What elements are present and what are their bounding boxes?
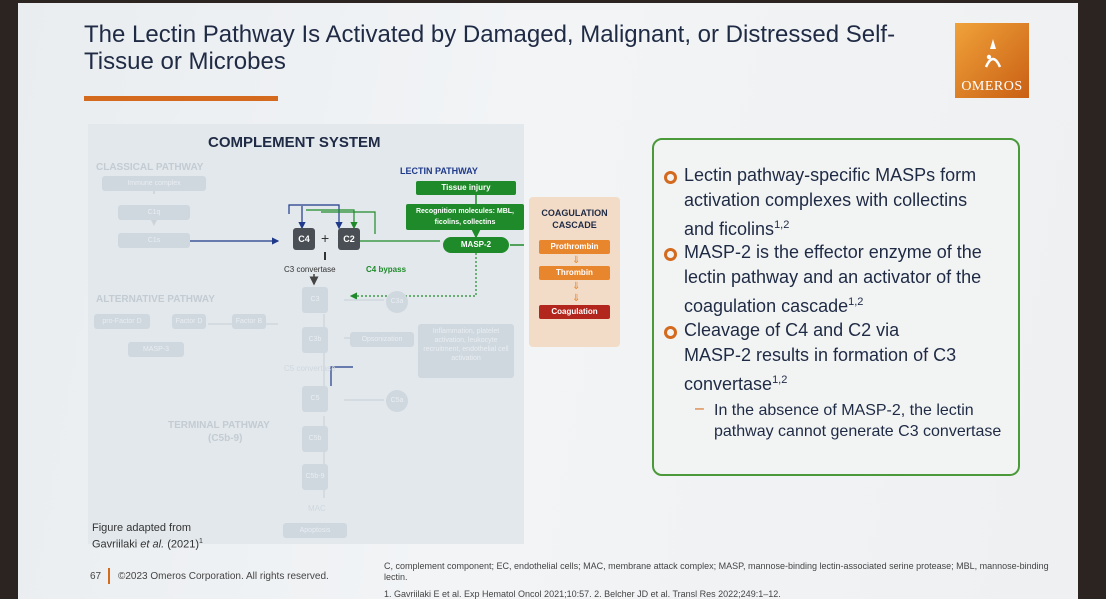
c5b9-box: C5b-9 <box>302 464 328 490</box>
sub-bullet-line-1: In the absence of MASP-2, the lectin <box>714 402 974 419</box>
bullet-2-line-2: lectin pathway and an activator of the <box>684 267 982 287</box>
c3-convertase-label: C3 convertase <box>284 265 336 274</box>
cleavage-tick <box>324 252 326 260</box>
coagulation-box: Coagulation <box>539 305 610 319</box>
bullet-1-line-3: and ficolins1,2 <box>684 213 976 242</box>
coagulation-cascade-title: COAGULATION CASCADE <box>529 207 620 231</box>
prothrombin-box: Prothrombin <box>539 240 610 254</box>
factor-b-box: Factor B <box>232 314 266 329</box>
bullet-1-line-3-text: and ficolins <box>684 219 775 239</box>
bullet-3-line-1: Cleavage of C4 and C2 via <box>684 320 900 340</box>
slide-title: The Lectin Pathway Is Activated by Damag… <box>84 21 896 75</box>
down-arrow-icon: ⇓ <box>572 255 581 266</box>
alternative-pathway-label: ALTERNATIVE PATHWAY <box>96 294 215 305</box>
title-underline <box>84 96 278 101</box>
caption-year: (2021) <box>164 538 200 551</box>
caption-etal: et al. <box>140 538 165 551</box>
bullet-3: Cleavage of C4 and C2 via MASP-2 results… <box>684 318 956 397</box>
bullet-2-line-3: coagulation cascade1,2 <box>684 290 982 319</box>
bullet-3-sup: 1,2 <box>772 374 788 386</box>
thrombin-box: Thrombin <box>539 266 610 280</box>
c3a-circle: C3a <box>386 291 408 313</box>
plus-sign: + <box>321 230 330 246</box>
figure-caption: Figure adapted from Gavriilaki et al. (2… <box>92 522 203 552</box>
down-arrow-icon: ⇓ <box>572 281 581 292</box>
recognition-molecules-box: Recognition molecules: MBL, ficolins, co… <box>406 204 524 230</box>
coagulation-title-line1: COAGULATION <box>541 208 608 218</box>
omeros-logo-icon <box>984 39 1002 68</box>
terminal-pathway-sub: (C5b-9) <box>208 433 243 444</box>
lectin-pathway-label: LECTIN PATHWAY <box>400 166 478 176</box>
slide: The Lectin Pathway Is Activated by Damag… <box>18 3 1078 599</box>
c3b-box: C3b <box>302 327 328 353</box>
opsonization-box: Opsonization <box>350 332 414 347</box>
caption-line2: Gavriilaki et al. (2021)1 <box>92 535 203 552</box>
bullet-1: Lectin pathway-specific MASPs form activ… <box>684 163 976 242</box>
bullet-2-line-1: MASP-2 is the effector enzyme of the <box>684 242 982 262</box>
bullet-1-line-2: activation complexes with collectins <box>684 190 968 210</box>
caption-ref: 1 <box>199 538 203 545</box>
factor-d-box: Factor D <box>172 314 206 329</box>
c5b-box: C5b <box>302 426 328 452</box>
bullet-dot <box>664 326 677 339</box>
bullet-3-line-3-text: convertase <box>684 374 773 394</box>
c5a-circle: C5a <box>386 390 408 412</box>
key-points-panel: Lectin pathway-specific MASPs form activ… <box>652 138 1020 476</box>
coagulation-cascade-panel: COAGULATION CASCADE Prothrombin ⇓ Thromb… <box>529 197 620 347</box>
mac-label: MAC <box>308 504 326 513</box>
profactor-d-box: pro-Factor D <box>94 314 150 329</box>
logo-wordmark: OMEROS <box>961 79 1023 94</box>
c1s-box: C1s <box>118 233 190 248</box>
c2-box: C2 <box>338 228 360 250</box>
complement-system-figure: COMPLEMENT SYSTEM CLASSICAL PATHWAY Immu… <box>88 124 620 544</box>
c3-box: C3 <box>302 287 328 313</box>
bullet-2: MASP-2 is the effector enzyme of the lec… <box>684 240 982 319</box>
classical-pathway-label: CLASSICAL PATHWAY <box>96 162 204 173</box>
terminal-pathway-label: TERMINAL PATHWAY <box>168 420 270 431</box>
figure-title: COMPLEMENT SYSTEM <box>208 134 381 151</box>
apoptosis-box: Apoptosis <box>283 523 347 538</box>
bullet-3-line-3: convertase1,2 <box>684 368 956 397</box>
bullet-dot <box>664 171 677 184</box>
inflammation-box: Inflammation, platelet activation, leuko… <box>418 324 514 378</box>
tissue-injury-box: Tissue injury <box>416 181 516 195</box>
page-number: 67 <box>90 571 102 582</box>
copyright: ©2023 Omeros Corporation. All rights res… <box>118 571 329 582</box>
immune-complex-box: Immune complex <box>102 176 206 191</box>
c5-box: C5 <box>302 386 328 412</box>
c4-bypass-label: C4 bypass <box>366 265 407 274</box>
abbreviations: C, complement component; EC, endothelial… <box>384 561 1049 582</box>
masp3-box: MASP-3 <box>128 342 184 357</box>
omeros-logo: OMEROS <box>955 23 1029 98</box>
c4-box: C4 <box>293 228 315 250</box>
masp2-box: MASP-2 <box>443 237 509 253</box>
bullet-2-line-3-text: coagulation cascade <box>684 296 849 316</box>
sub-bullet: In the absence of MASP-2, the lectin pat… <box>714 400 1001 442</box>
caption-line1: Figure adapted from <box>92 522 192 534</box>
down-arrow-icon: ⇓ <box>572 293 581 304</box>
bullet-1-line-1: Lectin pathway-specific MASPs form <box>684 165 977 185</box>
sub-bullet-line-2: pathway cannot generate C3 convertase <box>714 423 1002 440</box>
bullet-1-sup: 1,2 <box>774 219 790 231</box>
bullet-2-sup: 1,2 <box>848 296 864 308</box>
footer-divider <box>108 568 110 584</box>
references: 1. Gavriilaki E et al. Exp Hematol Oncol… <box>384 589 781 599</box>
caption-author: Gavriilaki <box>92 538 141 551</box>
coagulation-title-line2: CASCADE <box>552 220 597 230</box>
bullet-3-line-2: MASP-2 results in formation of C3 <box>684 345 957 365</box>
c1q-box: C1q <box>118 205 190 220</box>
bullet-dot <box>664 248 677 261</box>
sub-bullet-dash: – <box>695 400 704 417</box>
c5-convertase-label: C5 convertase <box>284 364 336 373</box>
